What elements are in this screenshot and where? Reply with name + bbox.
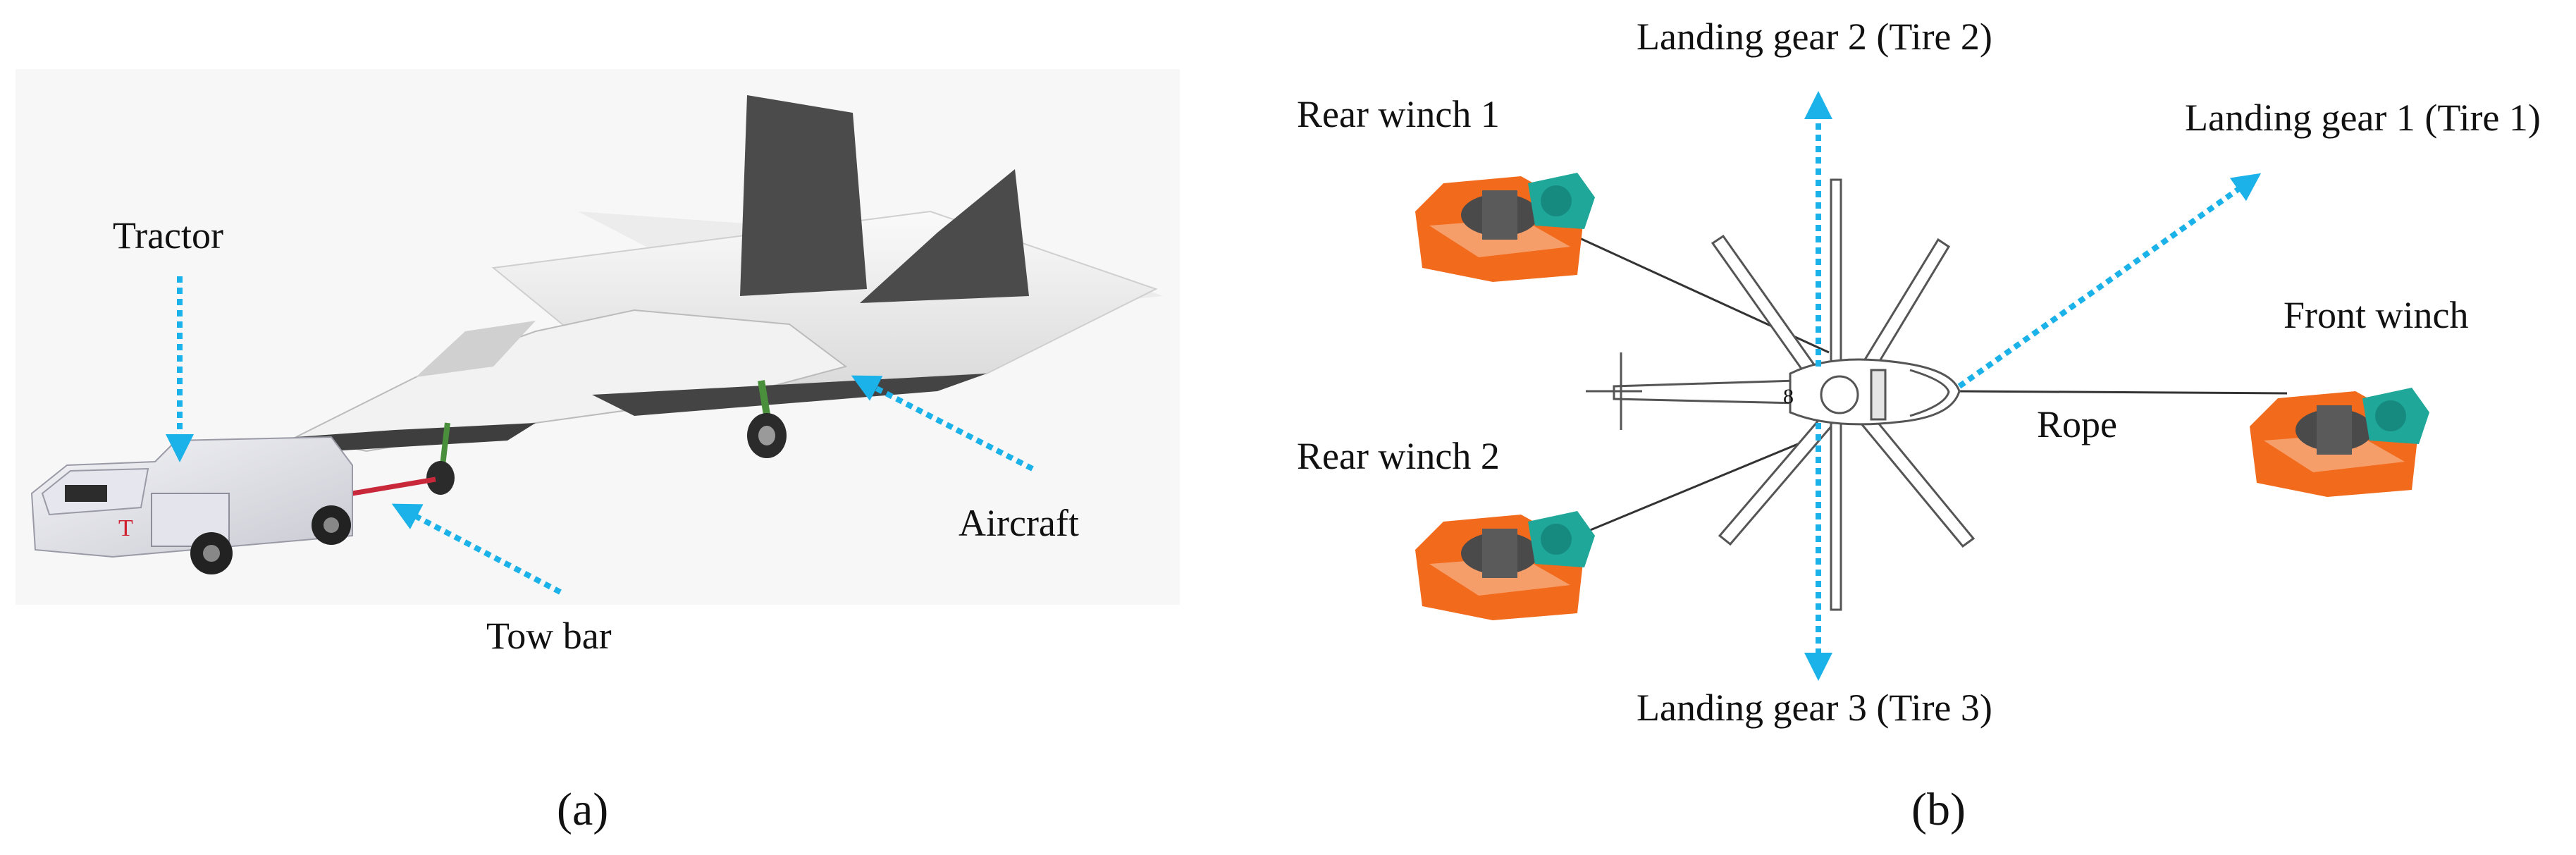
aircraft-nose-wheel (426, 461, 455, 495)
aircraft-nose-shade (296, 423, 536, 451)
aircraft-wing-underside (592, 374, 987, 416)
tow-bar-drawing (352, 476, 436, 496)
rope-rear-winch-2 (1567, 436, 1816, 541)
aircraft-right-tail (860, 169, 1029, 303)
aircraft-left-tail (740, 95, 867, 296)
rope-label: Rope (2037, 403, 2117, 445)
tractor-window (65, 485, 107, 502)
aircraft-label: Aircraft (959, 502, 1079, 544)
rope-front-winch (1955, 390, 2288, 395)
tractor-label: Tractor (113, 214, 223, 257)
tractor-rear-wheel-hub (323, 517, 339, 533)
helicopter-drawing (1586, 178, 1976, 611)
panel-b-caption: (b) (1911, 784, 1966, 835)
helicopter-cockpit (1909, 369, 1950, 417)
panel-b: 8 Landi (1297, 16, 2541, 835)
tractor-logo: T (118, 515, 133, 541)
landing-gear-3-label: Landing gear 3 (Tire 3) (1637, 687, 1992, 729)
tow-bar-label: Tow bar (486, 615, 612, 657)
helicopter-marking: 8 (1783, 385, 1794, 408)
rear-winch-2-drawing (1415, 511, 1595, 620)
rear-winch-2-label: Rear winch 2 (1297, 435, 1500, 477)
rear-winch-1-drawing (1415, 173, 1595, 282)
panel-a-caption: (a) (557, 784, 608, 835)
panel-a: T Tractor Tow bar Aircraft (a) (16, 69, 1180, 835)
aircraft-canopy (416, 321, 536, 377)
front-winch-drawing (2250, 388, 2429, 497)
aircraft-drawing (293, 95, 1163, 495)
front-winch-label: Front winch (2284, 294, 2469, 336)
aircraft-nose-gear-strut (440, 422, 450, 466)
helicopter-rotor-hub (1820, 375, 1859, 414)
landing-gear-2-label: Landing gear 2 (Tire 2) (1637, 16, 1992, 58)
rear-winch-1-label: Rear winch 1 (1297, 93, 1500, 135)
aircraft-main-wheel-hub (758, 426, 775, 445)
tractor-front-wheel-hub (203, 545, 220, 562)
landing-gear-1-label: Landing gear 1 (Tire 1) (2185, 97, 2541, 139)
tractor-drawing: T (30, 436, 353, 574)
tow-bar-arrow (391, 503, 562, 595)
landing-gear-1-arrow (1957, 173, 2262, 389)
aircraft-arrow (851, 375, 1034, 472)
